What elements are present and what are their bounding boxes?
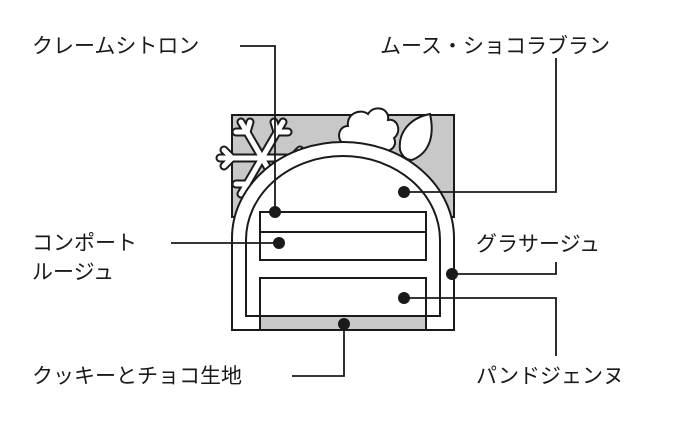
leader-mousse [404,58,557,193]
marker-cookie-base [338,318,350,330]
marker-creme-citron [269,206,281,218]
marker-mousse [398,186,410,198]
leader-cookie-base [292,324,345,377]
label-mousse-chocolat: ムース・ショコラブラン [380,34,610,58]
leader-creme-citron [240,45,276,212]
marker-glacage [446,268,458,280]
leader-glacage [452,262,557,275]
label-glacage: グラサージュ [476,232,601,256]
label-compote-line2: ルージュ [32,260,115,284]
leader-pain-de-genes [404,297,557,356]
label-cookie-base: クッキーとチョコ生地 [32,364,242,388]
marker-pain-de-genes [398,292,410,304]
label-creme-citron: クレームシトロン [32,34,200,58]
compote-rouge-layer [259,231,427,261]
marker-compote [273,237,285,249]
creme-citron-layer [259,211,427,233]
label-pain-de-genes: パンドジェンヌ [476,364,625,388]
label-compote-line1: コンポート [32,231,137,255]
